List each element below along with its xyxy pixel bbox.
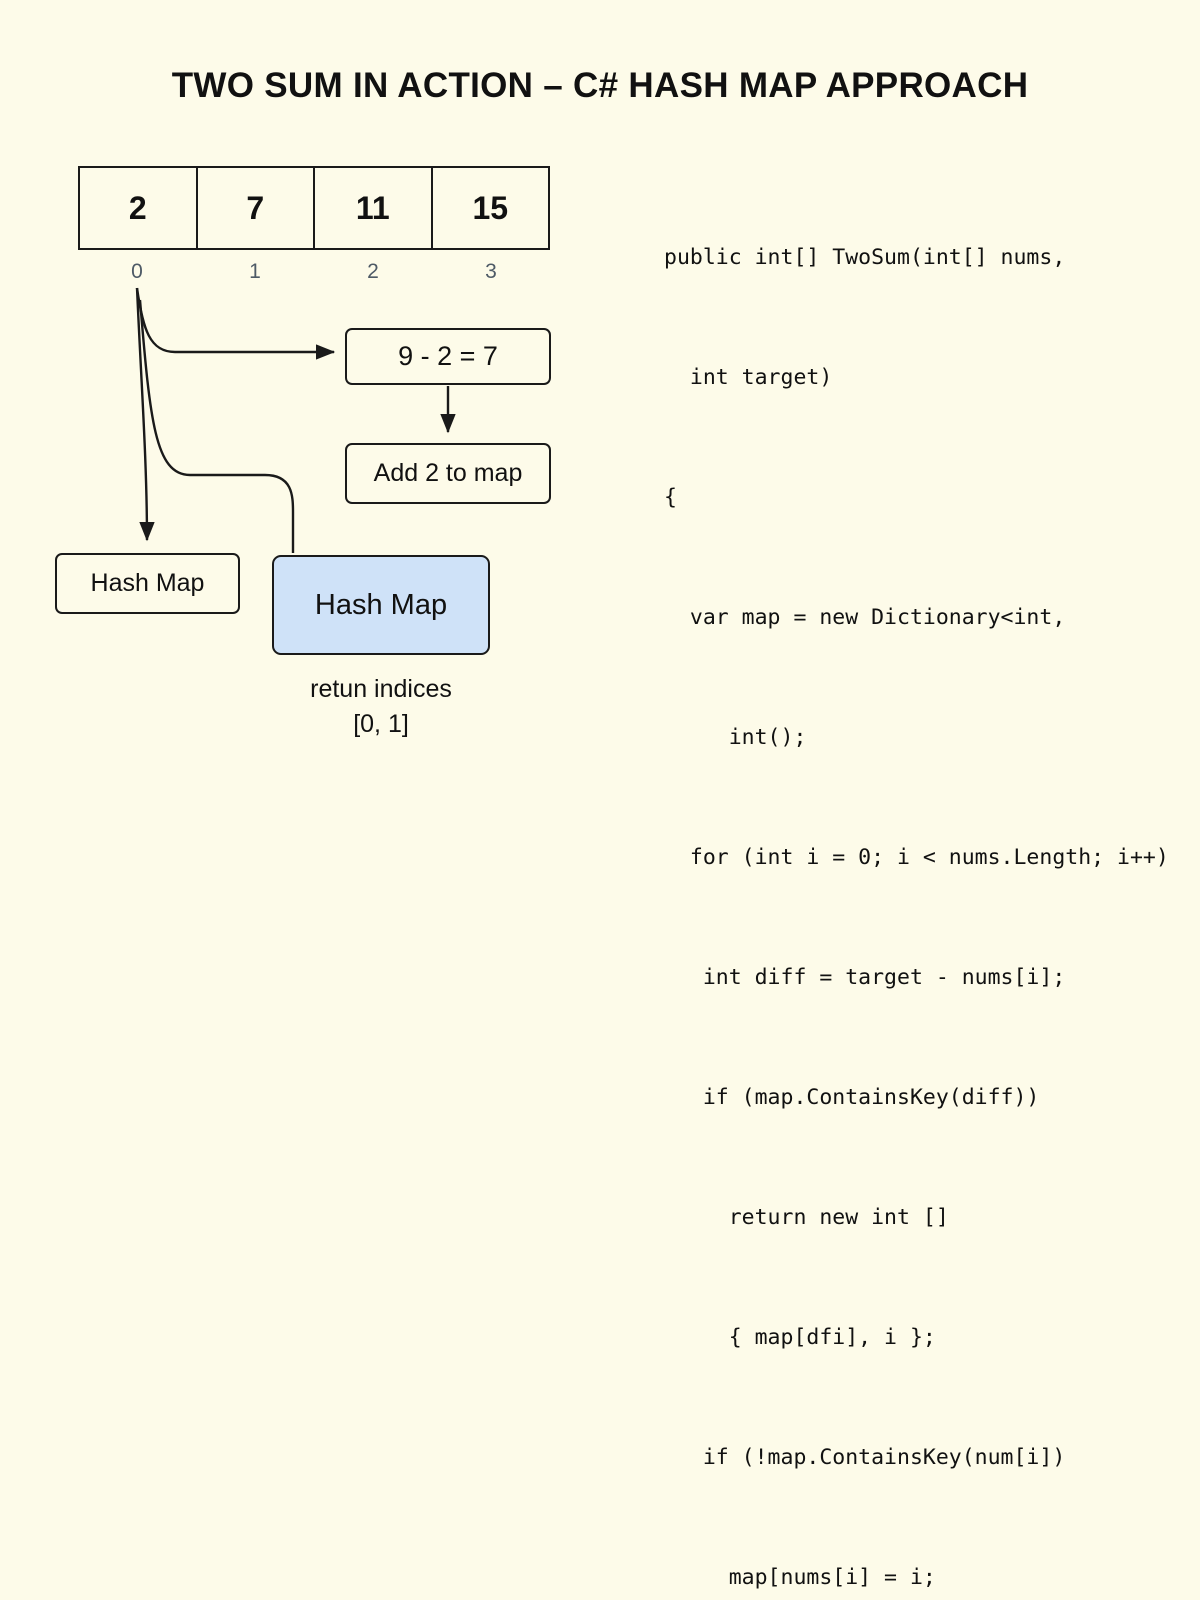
connector-to-highlighted-hashmap <box>137 288 185 500</box>
code-line: map[nums[i] = i; <box>664 1565 936 1590</box>
array-visualization: 2 7 11 15 <box>78 166 550 250</box>
array-cell: 2 <box>80 168 198 248</box>
caption-line-1: retun indices <box>310 675 452 703</box>
page-title: TWO SUM IN ACTION – C# HASH MAP APPROACH <box>171 66 1029 105</box>
arrow-index-to-equation <box>135 287 336 360</box>
array-index-labels: 0 1 2 3 <box>78 258 550 286</box>
array-index-label: 1 <box>249 260 261 283</box>
code-line: { map[dfi], i }; <box>664 1325 936 1350</box>
array-index-label: 0 <box>131 260 143 283</box>
array-index-label: 2 <box>367 260 379 283</box>
code-line: { <box>664 485 677 510</box>
connector-curve-lower <box>138 299 295 553</box>
arrow-index-to-hashmap <box>135 287 155 542</box>
caption-line-2: [0, 1] <box>353 710 409 738</box>
code-line: if (map.ContainsKey(diff)) <box>664 1085 1040 1110</box>
code-line: int(); <box>664 725 807 750</box>
add-to-map-box: Add 2 to map <box>345 443 551 504</box>
hash-map-box: Hash Map <box>55 553 240 614</box>
code-line: public int[] TwoSum(int[] nums, <box>664 245 1066 270</box>
equation-box: 9 - 2 = 7 <box>345 328 551 385</box>
hash-map-highlight-box: Hash Map <box>272 555 490 655</box>
code-line: if (!map.ContainsKey(num[i]) <box>664 1445 1066 1470</box>
code-line: int diff = target - nums[i]; <box>664 965 1066 990</box>
return-indices-caption: retun indices [0, 1] <box>265 672 497 742</box>
slide-canvas: TWO SUM IN ACTION – C# HASH MAP APPROACH… <box>55 66 1169 1590</box>
array-cell: 7 <box>198 168 315 248</box>
array-cell: 11 <box>315 168 433 248</box>
array-cell: 15 <box>472 189 509 226</box>
code-line: var map = new Dictionary<int, <box>664 605 1066 630</box>
array-index-label: 3 <box>485 260 497 283</box>
code-line: int target) <box>664 365 833 390</box>
code-line: return new int [] <box>664 1205 949 1230</box>
code-line: for (int i = 0; i < nums.Length; i++) <box>664 845 1169 870</box>
code-block: public int[] TwoSum(int[] nums, int targ… <box>664 158 1184 1600</box>
